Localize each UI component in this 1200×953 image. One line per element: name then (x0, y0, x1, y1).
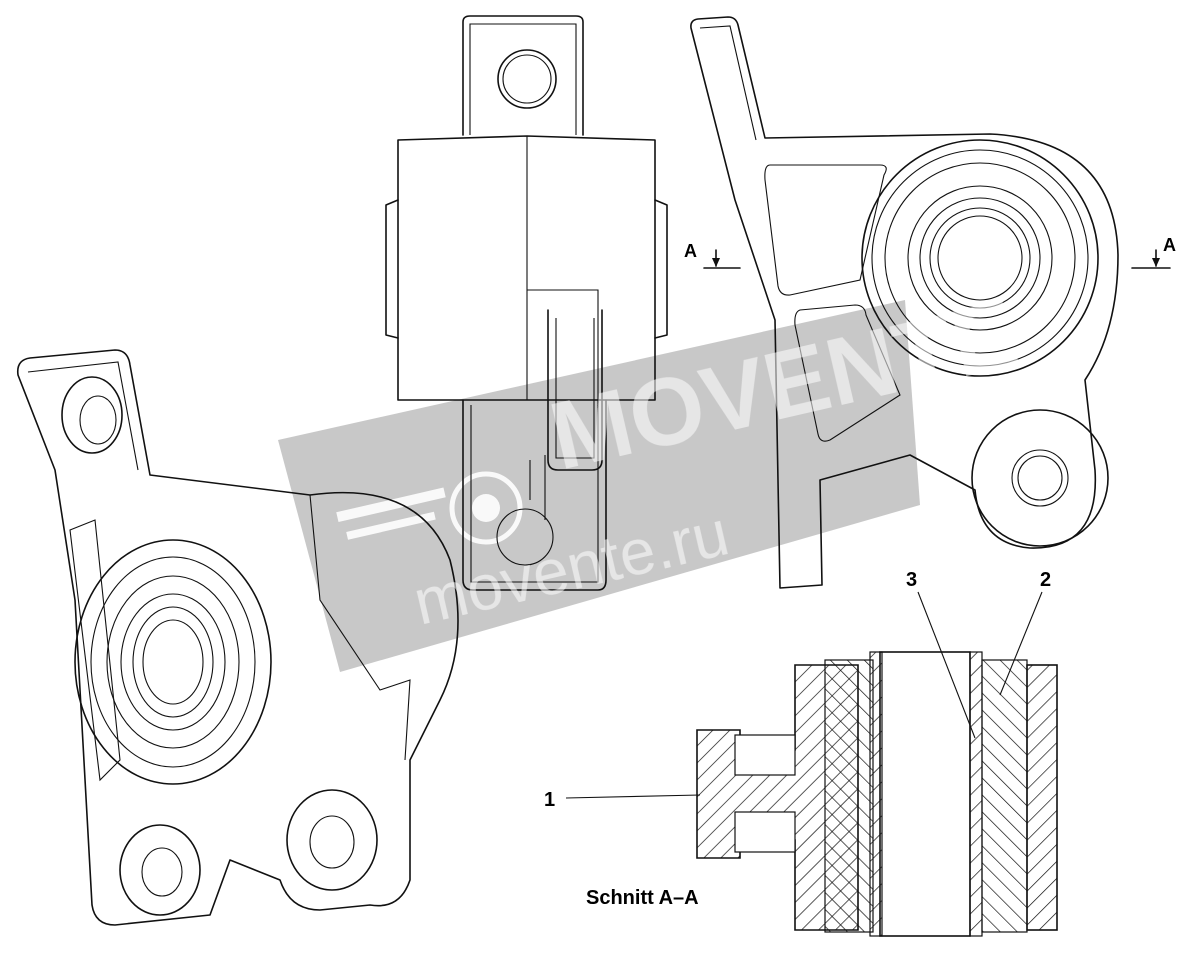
view-side (690, 16, 1119, 589)
view-front (385, 15, 668, 591)
section-label-right: A (1163, 235, 1176, 255)
watermark (278, 300, 920, 672)
view-isometric (16, 349, 459, 926)
leader-line-2 (999, 591, 1043, 696)
section-marker-right: A (1131, 235, 1176, 269)
section-label-left: A (684, 241, 697, 261)
section-marker-left: A (684, 241, 741, 269)
section-caption: Schnitt A–A (586, 887, 699, 909)
callout-3: 3 (906, 569, 917, 591)
callout-2: 2 (1040, 569, 1051, 591)
callout-1: 1 (544, 789, 555, 811)
leader-line-3 (917, 591, 976, 739)
leader-line-1 (565, 794, 701, 799)
watermark-band (278, 300, 920, 672)
watermark-logo-icon (336, 471, 523, 545)
section-view: 1 3 2 Schnitt A–A (544, 569, 1058, 937)
